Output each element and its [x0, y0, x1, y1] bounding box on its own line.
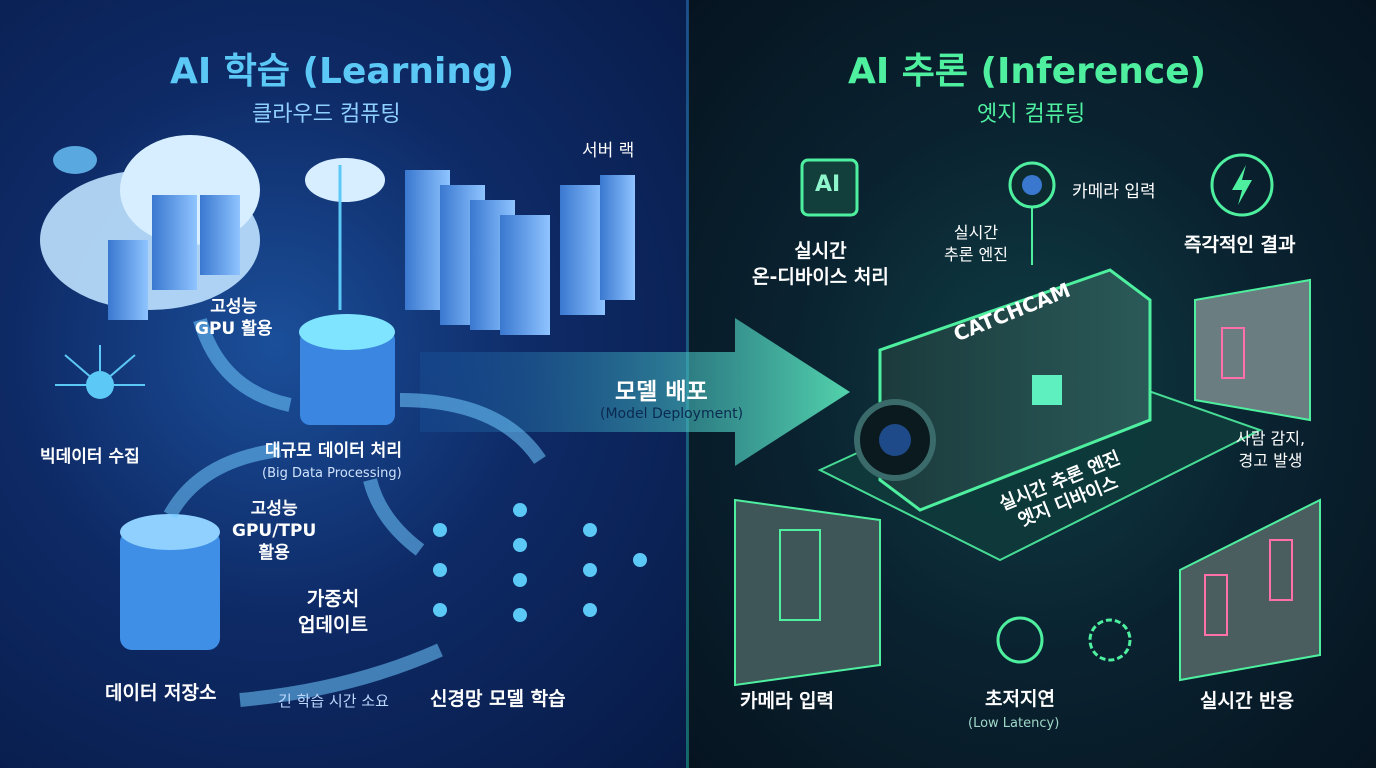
database-icon — [299, 314, 395, 425]
engine-line1: 실시간 — [953, 223, 999, 242]
low-latency-en: (Low Latency) — [968, 716, 1060, 731]
ondevice-line1: 실시간 — [794, 240, 847, 262]
big-data-processing-en: (Big Data Processing) — [262, 466, 402, 481]
ai-chip-text: AI — [815, 172, 841, 197]
person-detect-label: 사람 감지, 경고 발생 — [1236, 428, 1305, 472]
upload-cloud-icon — [305, 158, 385, 310]
server-rack-icon — [405, 170, 635, 335]
neural-network-icon — [433, 503, 647, 622]
low-latency-label: 초저지연 — [985, 688, 1055, 710]
gpu-tpu-line3: 활용 — [258, 543, 290, 563]
gpu-label-line1: 고성능 — [210, 297, 258, 317]
camera-lens-icon — [1008, 161, 1056, 265]
flow-arrows — [163, 317, 546, 707]
ondevice-line2: 온-디바이스 처리 — [752, 266, 889, 288]
gpu-tpu-line1: 고성능 — [250, 499, 298, 519]
engine-line2: 추론 엔진 — [944, 245, 1008, 264]
clock-icon — [996, 616, 1044, 664]
cloud-servers-icon — [108, 195, 240, 320]
camera-input-bottom-label: 카메라 입력 — [740, 690, 835, 712]
weight-line1: 가중치 — [306, 588, 360, 610]
learning-subtitle: 클라우드 컴퓨팅 — [252, 102, 401, 127]
realtime-response-label: 실시간 반응 — [1200, 690, 1295, 712]
network-node-icon — [55, 345, 145, 399]
camera-feed-panels — [734, 278, 1321, 687]
big-data-collect-label: 빅데이터 수집 — [40, 447, 140, 467]
server-rack-label: 서버 랙 — [582, 141, 635, 161]
camera-input-top-label: 카메라 입력 — [1072, 182, 1156, 202]
gpu-tpu-line2: GPU/TPU — [232, 521, 317, 541]
data-storage-icon — [120, 514, 220, 650]
lightning-timer-icon — [1210, 153, 1274, 217]
deployment-label-en: (Model Deployment) — [600, 406, 744, 422]
big-data-processing-label: 대규모 데이터 처리 — [265, 441, 402, 461]
long-training-label: 긴 학습 시간 소요 — [278, 692, 389, 710]
deployment-arrow — [420, 318, 850, 466]
person-detect-line1: 사람 감지, — [1236, 429, 1306, 448]
learning-title: AI 학습 (Learning) — [170, 51, 515, 92]
inference-title: AI 추론 (Inference) — [848, 51, 1207, 92]
catchcam-camera-icon — [854, 268, 1152, 512]
weight-line2: 업데이트 — [298, 614, 368, 636]
data-storage-label: 데이터 저장소 — [105, 682, 217, 704]
gpu-label-line2: GPU 활용 — [195, 319, 273, 339]
person-detect-line2: 경고 발생 — [1238, 451, 1303, 470]
ai-chip-icon — [800, 158, 859, 217]
deployment-label: 모델 배포 — [615, 379, 708, 405]
inference-subtitle: 엣지 컴퓨팅 — [977, 102, 1086, 127]
check-gear-icon — [1088, 618, 1132, 662]
nn-training-label: 신경망 모델 학습 — [430, 688, 566, 710]
instant-result-label: 즉각적인 결과 — [1184, 234, 1296, 256]
